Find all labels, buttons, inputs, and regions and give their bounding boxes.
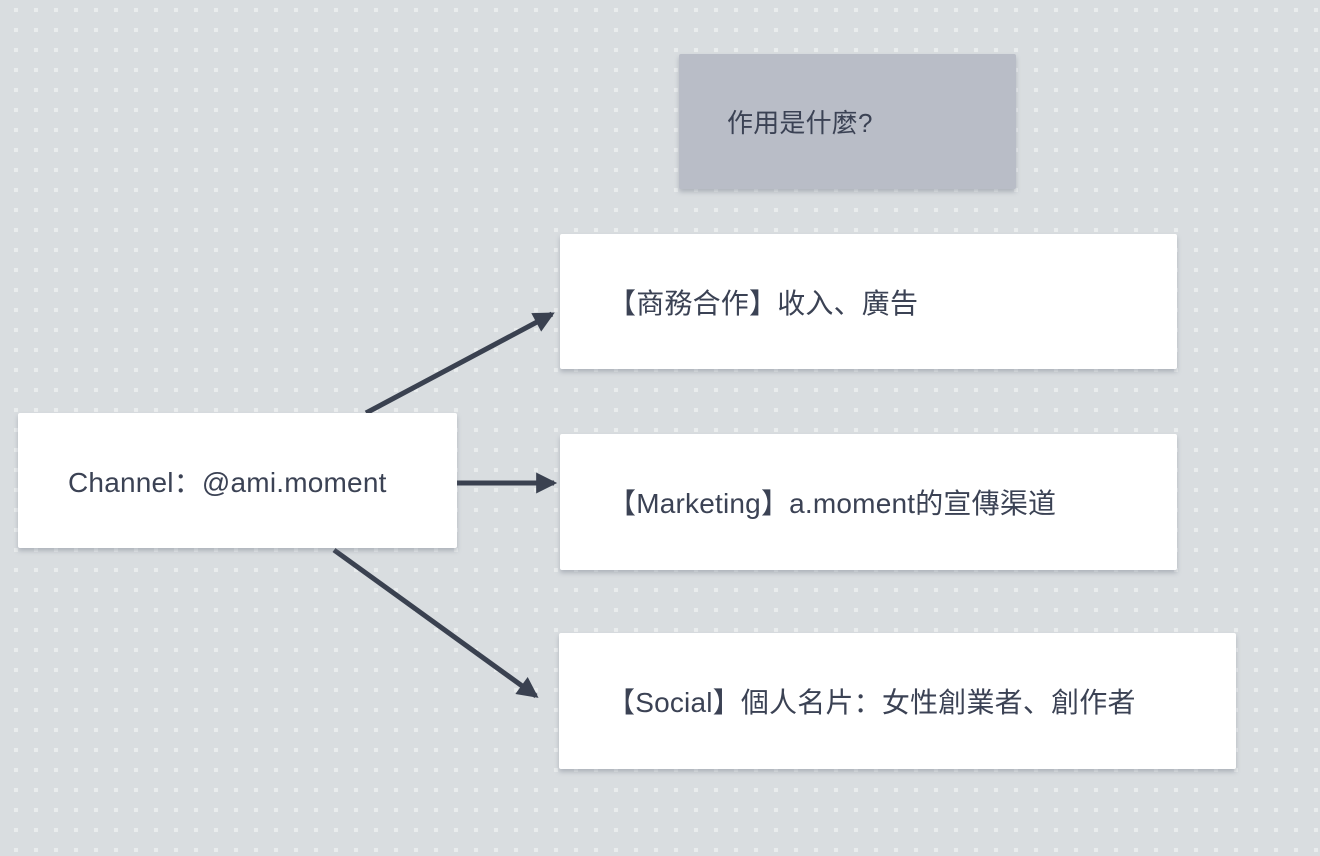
node-business-cooperation[interactable]: 【商務合作】收入、廣告 (560, 234, 1177, 369)
node-business-cooperation-label: 【商務合作】收入、廣告 (608, 287, 919, 319)
node-channel-label: Channel：@ami.moment (68, 466, 387, 498)
node-marketing[interactable]: 【Marketing】a.moment的宣傳渠道 (560, 434, 1177, 570)
node-marketing-label: 【Marketing】a.moment的宣傳渠道 (608, 488, 1057, 519)
node-channel[interactable]: Channel：@ami.moment (18, 413, 457, 548)
node-social[interactable]: 【Social】個人名片：女性創業者、創作者 (559, 633, 1236, 769)
connector-channel-to-business[interactable] (364, 311, 555, 416)
node-question-label: 作用是什麼? (727, 108, 873, 138)
connector-channel-to-social[interactable] (332, 547, 539, 699)
node-social-label: 【Social】個人名片：女性創業者、創作者 (607, 687, 1136, 718)
node-question[interactable]: 作用是什麼? (679, 54, 1016, 189)
